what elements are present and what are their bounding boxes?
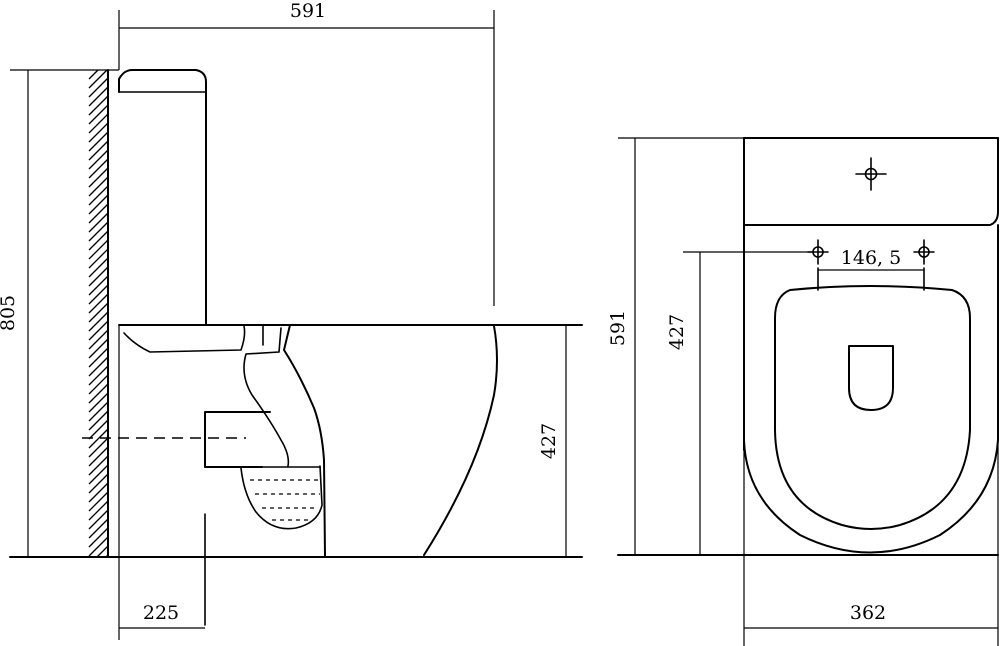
wall (88, 69, 109, 558)
hatch-line (88, 320, 109, 341)
hatch-line (88, 446, 109, 467)
bowl-outer (423, 325, 498, 556)
bowl-hole (848, 345, 894, 411)
hatch-line (88, 176, 109, 197)
hatch-line (88, 257, 109, 278)
cistern-outline (118, 69, 207, 325)
hatch-line (88, 536, 109, 557)
hatch-line (88, 230, 109, 251)
hatch-line (88, 158, 109, 179)
hatch-line (88, 473, 109, 494)
hatch-line (96, 545, 109, 558)
dim-height-label: 805 (0, 295, 19, 331)
hatch-line (88, 122, 109, 143)
dim-width-label: 591 (290, 0, 326, 22)
hatch-line (88, 491, 109, 512)
hatch-line (88, 419, 109, 440)
hatch-line (88, 347, 109, 368)
trap-back (243, 327, 290, 467)
hatch-line (88, 428, 109, 449)
hatch-line (88, 113, 109, 134)
hatch-line (88, 401, 109, 422)
hatch-line (88, 509, 109, 530)
hatch-line (88, 437, 109, 458)
hatch-line (88, 302, 109, 323)
water-pocket (240, 465, 323, 530)
bowl-outline (743, 224, 999, 554)
hatch-line (88, 383, 109, 404)
trap-front (283, 324, 326, 557)
fixing-hole-left (807, 239, 829, 265)
hatch-line (88, 284, 109, 305)
dim-depth-label: 591 (607, 310, 629, 346)
hatch-line (88, 104, 109, 125)
hatch-line (88, 239, 109, 260)
hatch-line (88, 392, 109, 413)
hatch-line (88, 464, 109, 485)
cistern-right-edge (989, 137, 999, 226)
hatch-line (88, 194, 109, 215)
hatch-line (88, 203, 109, 224)
hatch-line (88, 527, 109, 548)
hatch-line (88, 455, 109, 476)
fixing-hole-right (913, 239, 935, 265)
hatch-line (88, 221, 109, 242)
hatch-line (88, 365, 109, 386)
hatch-line (88, 77, 109, 98)
dim-width-label: 362 (850, 602, 886, 624)
dim-outlet-label: 225 (143, 602, 179, 624)
hatch-line (88, 167, 109, 188)
hatch-line (88, 266, 109, 287)
hatch-line (88, 86, 109, 107)
hatch-line (88, 275, 109, 296)
hatch-line (88, 311, 109, 332)
flush-button (855, 157, 887, 191)
dim-seat-height-label: 427 (538, 423, 560, 459)
dim-seat-height-label: 427 (666, 314, 688, 350)
dim-fixing-holes-label: 146, 5 (841, 247, 901, 269)
hatch-line (88, 69, 99, 80)
hatch-line (88, 518, 109, 539)
top-view: 146, 5 591 427 362 (607, 137, 999, 646)
hatch-line (88, 140, 109, 161)
hatch-line (88, 482, 109, 503)
hatch-line (88, 356, 109, 377)
hatch-line (88, 374, 109, 395)
water-lines (250, 479, 320, 521)
hatch-line (88, 293, 109, 314)
hatch-line (88, 69, 108, 89)
hatch-line (88, 95, 109, 116)
hatch-line (88, 338, 109, 359)
hatch-line (88, 149, 109, 170)
outlet-spigot (204, 411, 271, 468)
wall-hatching (88, 69, 109, 558)
hatch-line (88, 248, 109, 269)
toilet-seat (774, 285, 971, 530)
flush-channel (123, 325, 246, 353)
hatch-line (88, 212, 109, 233)
side-view: 591 805 427 225 (0, 0, 583, 640)
hatch-line (88, 185, 109, 206)
hatch-line (88, 500, 109, 521)
hatch-line (88, 410, 109, 431)
hatch-line (88, 329, 109, 350)
hatch-line (88, 131, 109, 152)
